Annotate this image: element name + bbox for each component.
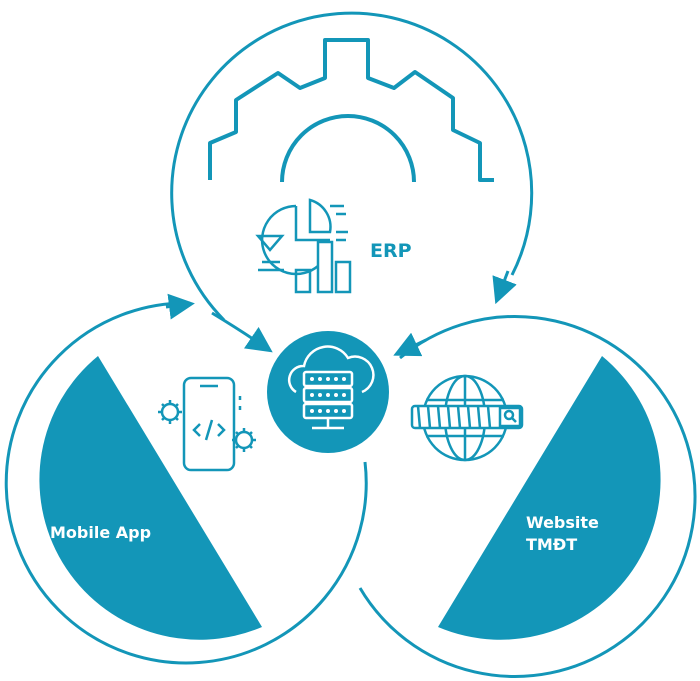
gear-icon — [208, 38, 494, 183]
mobile-app-label: Mobile App — [50, 523, 152, 542]
erp-label: ERP — [370, 240, 412, 262]
website-segment — [438, 356, 661, 640]
erp-to-center-arrow — [211, 311, 273, 353]
erp-cycle-ring — [170, 11, 534, 322]
website-label: Website TMĐT — [526, 512, 599, 556]
website-to-center-arrow — [393, 332, 427, 357]
website-label-line1: Website — [526, 513, 599, 532]
erp-to-website-arrow — [492, 270, 517, 305]
analytics-chart-icon — [255, 198, 352, 294]
cloud-server-icon — [267, 331, 389, 453]
website-label-line2: TMĐT — [526, 535, 578, 554]
website-cycle-ring — [358, 314, 697, 678]
mobile-cycle-ring — [4, 301, 368, 665]
mobile-segment — [39, 356, 263, 640]
globe-search-icon — [410, 374, 524, 462]
mobile-code-icon — [158, 376, 256, 472]
mobile-to-erp-arrow — [165, 293, 195, 320]
